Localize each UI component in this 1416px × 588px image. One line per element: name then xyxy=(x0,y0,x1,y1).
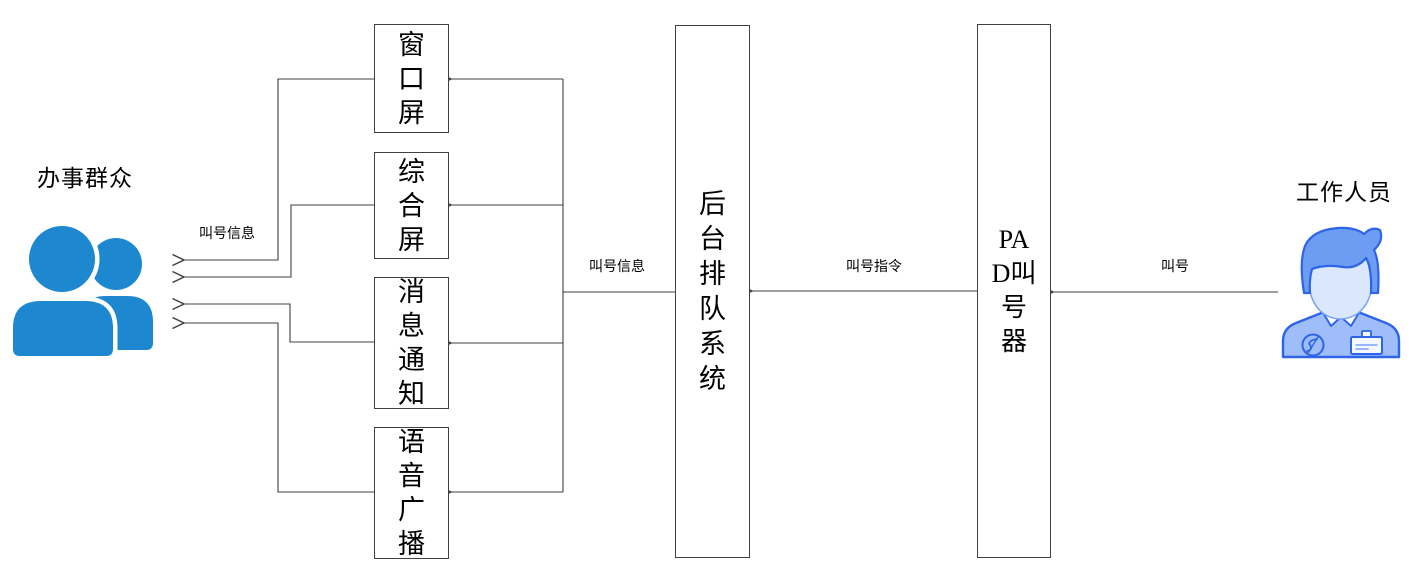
worker-avatar-icon xyxy=(1281,226,1401,359)
node-composite-screen-label: 综合屏 xyxy=(397,156,425,255)
node-backend-queue-system-label: 后台排队系统 xyxy=(698,188,726,394)
node-message-notice: 消息通知 xyxy=(374,277,449,409)
edge-message-notice-to-public xyxy=(184,304,374,343)
node-backend-queue-system: 后台排队系统 xyxy=(675,25,750,558)
edge-label-call-info-to-screens: 叫号信息 xyxy=(589,258,645,274)
node-pad-caller-label: PAD叫号器 xyxy=(991,225,1037,356)
node-pad-caller: PAD叫号器 xyxy=(977,24,1051,558)
worker-hair xyxy=(1300,226,1383,295)
node-composite-screen: 综合屏 xyxy=(374,152,449,259)
actor-staff-label: 工作人员 xyxy=(1296,179,1392,205)
users-group-icon xyxy=(8,221,153,361)
edge-voice-broadcast-to-public xyxy=(184,323,374,493)
node-voice-broadcast: 语音广播 xyxy=(374,427,449,559)
edge-composite-screen-to-public xyxy=(184,204,374,277)
node-window-screen: 窗口屏 xyxy=(374,24,449,133)
node-voice-broadcast-label: 语音广播 xyxy=(397,427,425,559)
node-window-screen-label: 窗口屏 xyxy=(397,29,425,128)
node-message-notice-label: 消息通知 xyxy=(397,277,425,409)
edge-label-call-command: 叫号指令 xyxy=(846,258,902,274)
edge-label-call-info-to-public: 叫号信息 xyxy=(199,225,255,241)
actor-public-label: 办事群众 xyxy=(37,165,133,191)
edge-label-call: 叫号 xyxy=(1161,258,1189,274)
edge-window-screen-to-public xyxy=(184,78,374,260)
